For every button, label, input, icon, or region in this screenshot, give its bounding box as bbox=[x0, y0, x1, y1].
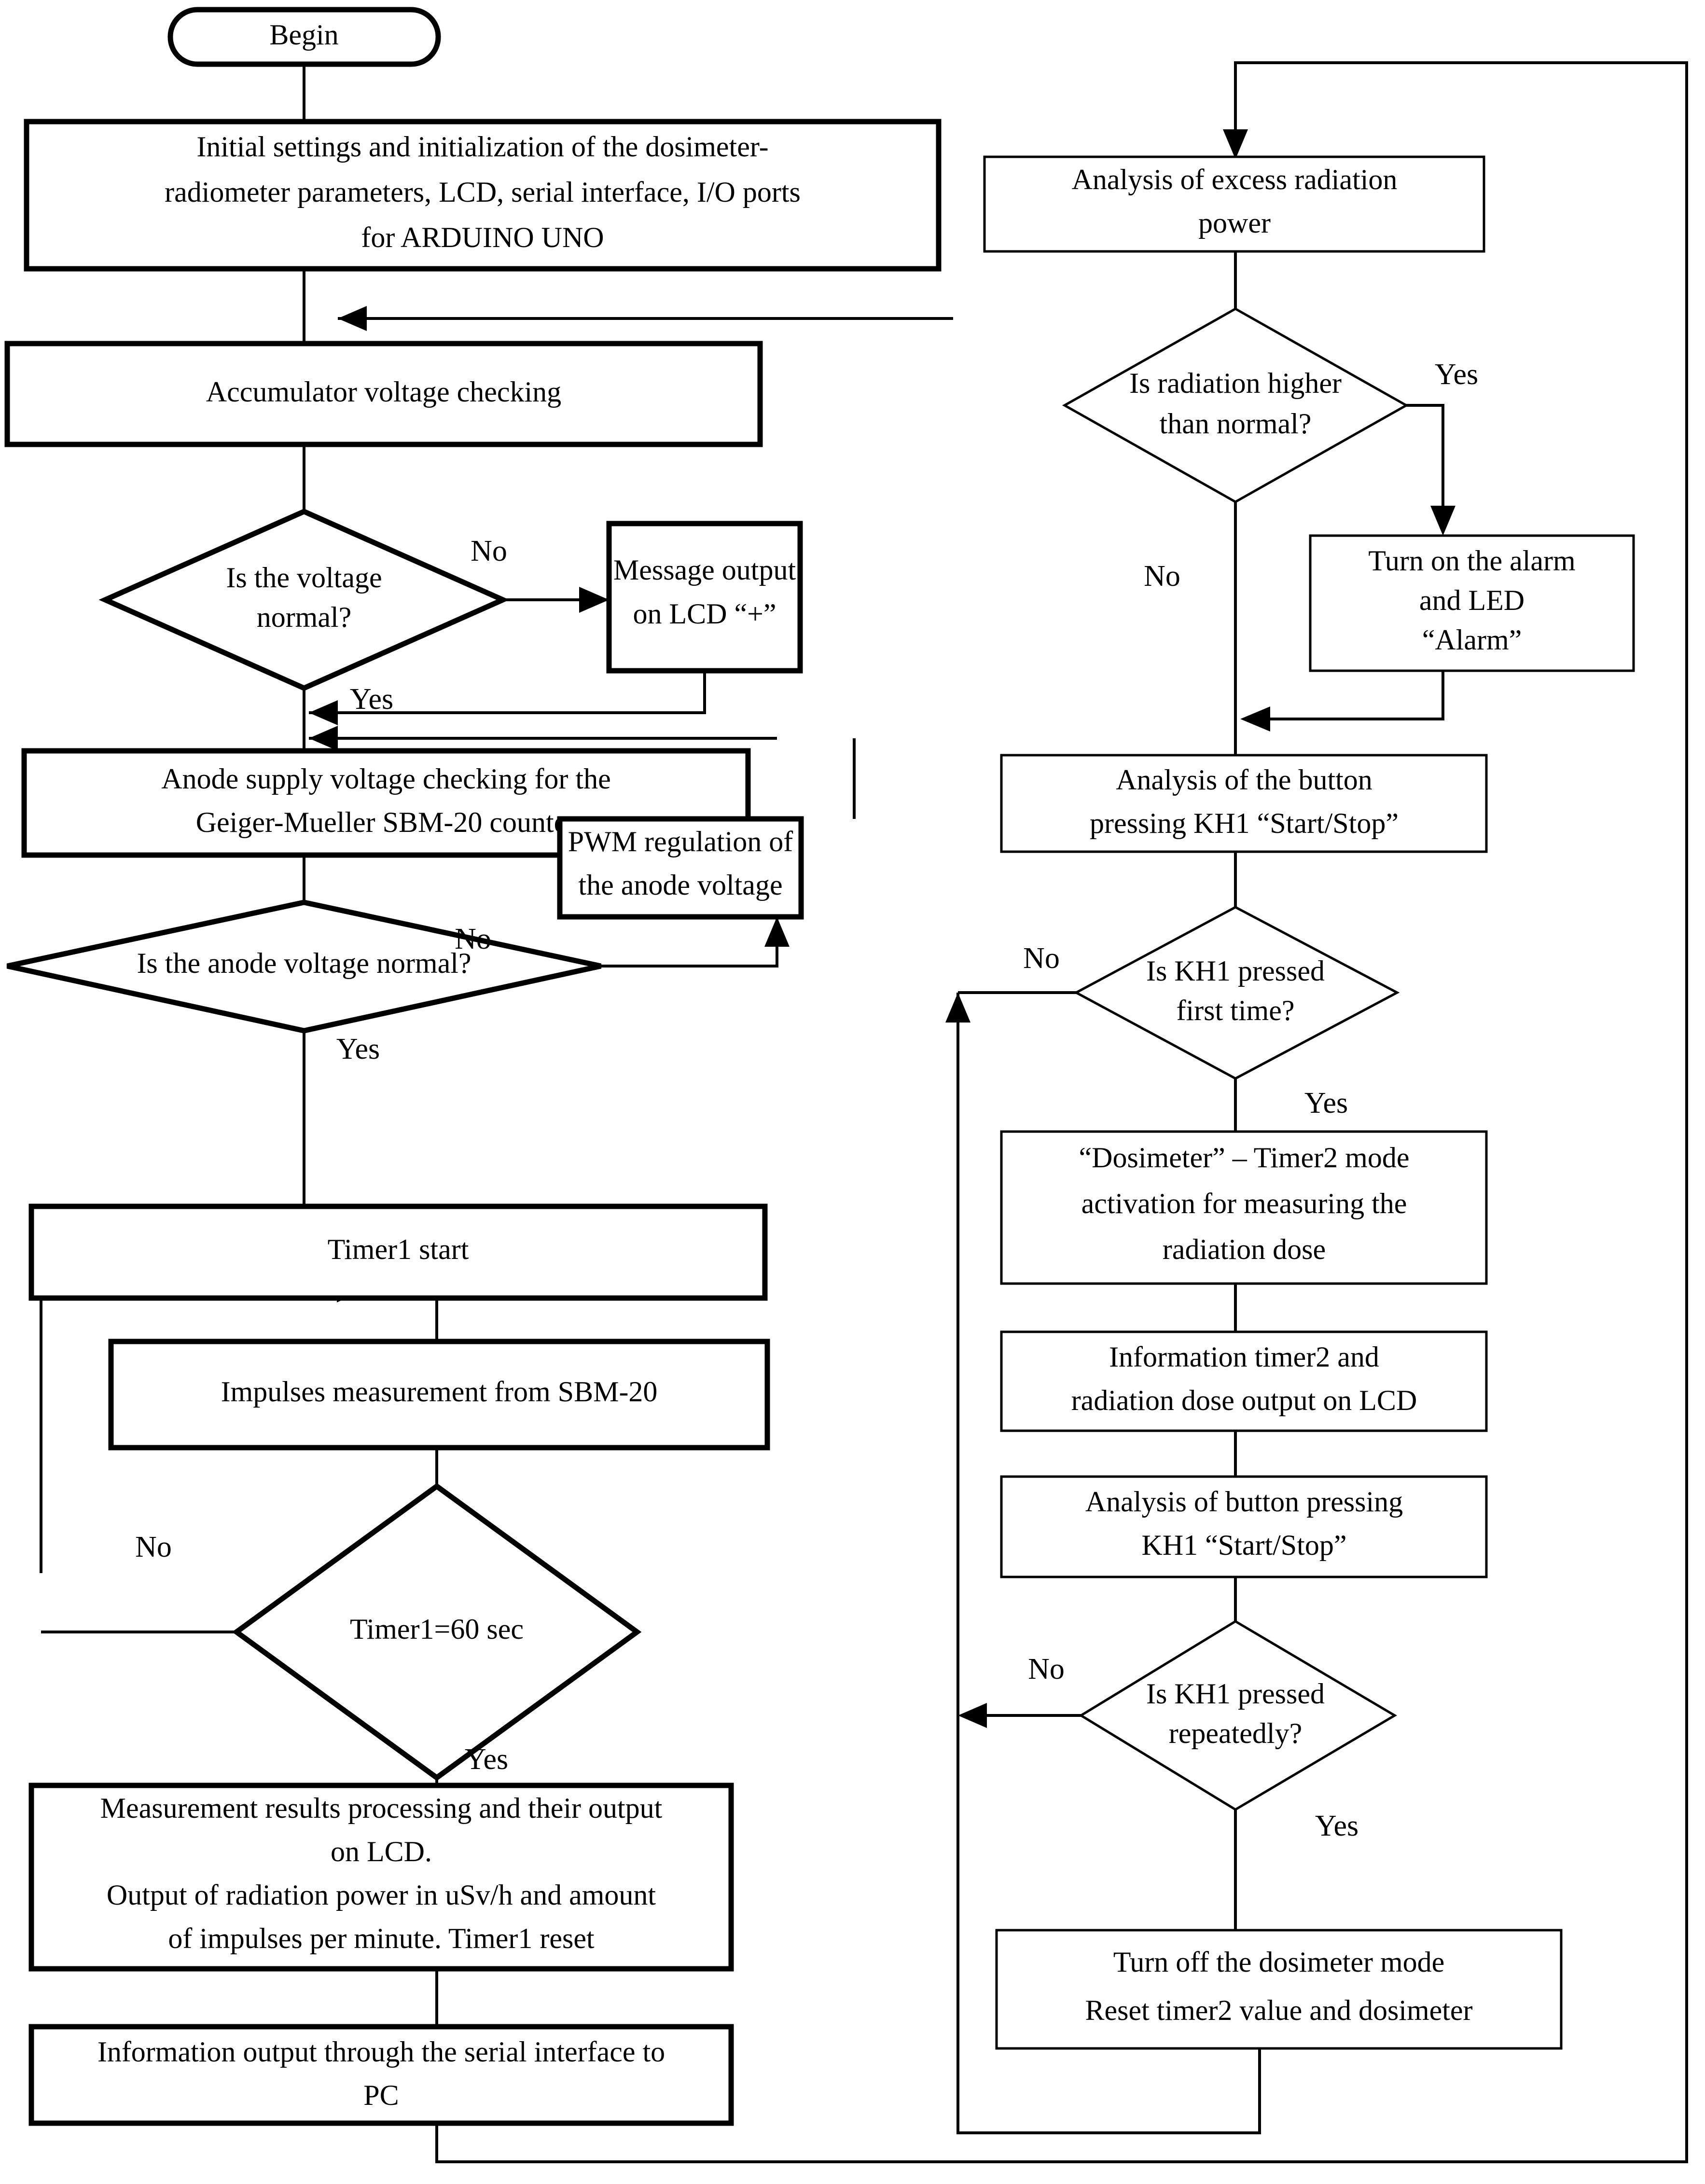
edge-label-anode-no: No bbox=[455, 923, 491, 955]
node-dosimeter-mode-line-2: radiation dose bbox=[1163, 1233, 1326, 1265]
node-btn-analysis-2[interactable] bbox=[1000, 1475, 1488, 1578]
edge-label-voltage-no: No bbox=[471, 535, 507, 567]
node-excess-analysis[interactable] bbox=[983, 155, 1485, 253]
node-init[interactable] bbox=[24, 119, 942, 272]
node-dosimeter-off-line-1: Reset timer2 value and dosimeter bbox=[1085, 1994, 1472, 2026]
arrowhead-alarm-merge bbox=[1240, 706, 1270, 732]
node-dosimeter-off-line-0: Turn off the dosimeter mode bbox=[1113, 1946, 1445, 1978]
edge-label-timer1-no: No bbox=[135, 1531, 172, 1563]
arrowhead-message-merge bbox=[309, 700, 338, 725]
arrowhead-anode-no bbox=[764, 917, 790, 947]
node-results[interactable] bbox=[28, 1783, 734, 1972]
node-impulses[interactable] bbox=[108, 1339, 770, 1451]
node-timer2-out-line-1: radiation dose output on LCD bbox=[1071, 1384, 1417, 1416]
node-impulses-line-0: Impulses measurement from SBM-20 bbox=[221, 1376, 658, 1408]
arrowhead-loop-return bbox=[338, 306, 367, 331]
node-results-line-2: Output of radiation power in uSv/h and a… bbox=[107, 1879, 656, 1911]
edge-label-anode-yes: Yes bbox=[336, 1033, 380, 1065]
node-pwm[interactable] bbox=[557, 816, 804, 920]
node-kh1-repeat-line-0: Is KH1 pressed bbox=[1146, 1678, 1325, 1710]
node-btn-analysis-2-line-0: Analysis of button pressing bbox=[1085, 1486, 1403, 1518]
node-pwm-line-1: the anode voltage bbox=[578, 869, 782, 901]
node-voltage-normal[interactable] bbox=[98, 508, 510, 691]
node-kh1-first[interactable] bbox=[1073, 906, 1400, 1080]
arrowhead-radiation-yes bbox=[1430, 506, 1455, 536]
node-accumulator-line-0: Accumulator voltage checking bbox=[206, 376, 561, 408]
node-dosimeter-off[interactable] bbox=[995, 1929, 1563, 2050]
edge-label-kh1-first-yes: Yes bbox=[1304, 1087, 1348, 1120]
node-btn-analysis-1-line-1: pressing KH1 “Start/Stop” bbox=[1090, 807, 1399, 839]
node-alarm-on-line-2: “Alarm” bbox=[1422, 624, 1522, 656]
node-begin-line-0: Begin bbox=[269, 19, 338, 51]
node-anode-check-line-1: Geiger-Mueller SBM-20 counter bbox=[196, 806, 577, 838]
node-timer2-out-line-0: Information timer2 and bbox=[1109, 1341, 1379, 1373]
arrowhead-voltage-no bbox=[579, 587, 609, 613]
node-kh1-first-line-0: Is KH1 pressed bbox=[1146, 955, 1325, 987]
arrowhead-pwm-return bbox=[309, 726, 338, 751]
node-init-line-1: radiometer parameters, LCD, serial inter… bbox=[165, 176, 801, 208]
edge-alarm-merge bbox=[1269, 671, 1444, 720]
node-radiation-higher-line-0: Is radiation higher bbox=[1129, 367, 1342, 399]
node-timer2-out[interactable] bbox=[1000, 1330, 1488, 1432]
edge-serial-to-excess-analysis bbox=[435, 61, 1688, 2163]
node-timer1-60-line-0: Timer1=60 sec bbox=[350, 1613, 524, 1645]
arrowhead-to-excess-analysis bbox=[1223, 129, 1248, 159]
node-serial-out-line-1: PC bbox=[363, 2079, 399, 2111]
edge-label-radiation-yes: Yes bbox=[1435, 358, 1478, 391]
edge-message-to-anode-merge bbox=[309, 671, 706, 714]
node-radiation-higher-line-1: than normal? bbox=[1160, 408, 1312, 440]
arrowhead-kh1-repeat-no bbox=[958, 1703, 987, 1728]
node-timer1-start-line-0: Timer1 start bbox=[328, 1233, 469, 1265]
node-init-line-0: Initial settings and initialization of t… bbox=[196, 131, 768, 163]
node-timer1-60[interactable] bbox=[232, 1483, 642, 1781]
node-alarm-on-line-1: and LED bbox=[1419, 584, 1525, 616]
node-voltage-normal-line-0: Is the voltage bbox=[226, 562, 382, 594]
node-excess-analysis-line-1: power bbox=[1198, 207, 1271, 239]
edge-label-kh1-repeat-no: No bbox=[1028, 1653, 1065, 1686]
node-dosimeter-mode-line-1: activation for measuring the bbox=[1081, 1188, 1407, 1219]
edge-label-kh1-first-no: No bbox=[1023, 942, 1060, 975]
edge-dosimeter-off-loop bbox=[956, 1715, 1261, 2134]
node-radiation-higher[interactable] bbox=[1062, 307, 1409, 503]
node-btn-analysis-1-line-0: Analysis of the button bbox=[1116, 764, 1372, 796]
node-message-lcd[interactable] bbox=[606, 521, 803, 674]
node-serial-out[interactable] bbox=[28, 2024, 734, 2126]
node-kh1-repeat[interactable] bbox=[1079, 1620, 1397, 1811]
node-kh1-first-line-1: first time? bbox=[1177, 995, 1295, 1026]
node-excess-analysis-line-0: Analysis of excess radiation bbox=[1072, 164, 1398, 195]
node-btn-analysis-2-line-1: KH1 “Start/Stop” bbox=[1142, 1529, 1347, 1561]
node-results-line-1: on LCD. bbox=[331, 1836, 432, 1867]
node-message-lcd-line-0: Message output bbox=[613, 554, 796, 586]
arrowhead-left-rail-up bbox=[945, 993, 970, 1023]
node-dosimeter-mode[interactable] bbox=[1000, 1130, 1488, 1285]
edge-radiation-yes-to-alarm bbox=[1406, 404, 1444, 521]
edge-label-radiation-no: No bbox=[1144, 560, 1180, 593]
node-pwm-line-0: PWM regulation of bbox=[568, 826, 793, 857]
node-anode-check-line-0: Anode supply voltage checking for the bbox=[161, 763, 610, 795]
node-results-line-3: of impulses per minute. Timer1 reset bbox=[168, 1922, 595, 1954]
edge-label-voltage-yes: Yes bbox=[350, 683, 393, 716]
node-begin[interactable] bbox=[167, 7, 441, 67]
node-anode-normal-line-0: Is the anode voltage normal? bbox=[137, 947, 471, 979]
node-btn-analysis-1[interactable] bbox=[1000, 754, 1488, 853]
node-anode-normal[interactable] bbox=[6, 899, 602, 1034]
node-init-line-2: for ARDUINO UNO bbox=[361, 221, 604, 253]
edge-label-kh1-repeat-yes: Yes bbox=[1315, 1810, 1358, 1842]
node-results-line-0: Measurement results processing and their… bbox=[100, 1792, 663, 1824]
edge-label-timer1-yes: Yes bbox=[465, 1743, 508, 1776]
node-alarm-on[interactable] bbox=[1309, 534, 1635, 672]
node-message-lcd-line-1: on LCD “+” bbox=[633, 598, 776, 630]
node-timer1-start[interactable] bbox=[28, 1203, 768, 1301]
edge-anode-no-to-pwm bbox=[601, 917, 778, 968]
node-voltage-normal-line-1: normal? bbox=[257, 601, 352, 633]
node-dosimeter-mode-line-0: “Dosimeter” – Timer2 mode bbox=[1079, 1142, 1410, 1174]
node-alarm-on-line-0: Turn on the alarm bbox=[1368, 545, 1575, 577]
node-kh1-repeat-line-1: repeatedly? bbox=[1169, 1717, 1302, 1749]
node-accumulator[interactable] bbox=[4, 341, 763, 447]
node-serial-out-line-0: Information output through the serial in… bbox=[97, 2036, 665, 2068]
